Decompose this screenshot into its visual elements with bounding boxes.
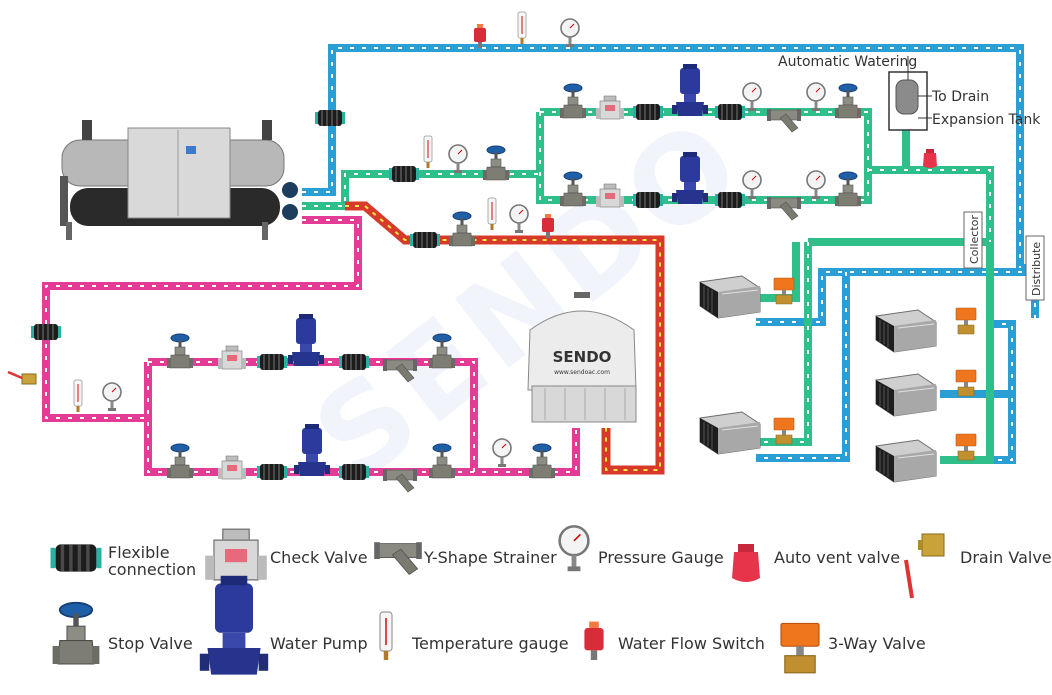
auto-vent-valve-icon [732, 544, 760, 582]
legend-water-flow-switch: Water Flow Switch [618, 634, 765, 653]
distribute-label: Distribute [1030, 242, 1043, 296]
chilled-top-line-components [314, 11, 580, 127]
legend-stop-valve: Stop Valve [108, 634, 193, 653]
drain-valve-icon [904, 533, 945, 599]
legend-icons [48, 525, 945, 675]
legend-auto-vent-valve: Auto vent valve [774, 548, 901, 567]
cooling-upper-branch [166, 314, 456, 383]
to-drain-label: To Drain [931, 89, 989, 105]
legend-check-valve: Check Valve [270, 548, 368, 567]
legend-three-way-valve: 3-Way Valve [828, 634, 926, 653]
cooling-supply-components [7, 323, 122, 413]
water-flow-switch-icon [584, 621, 604, 660]
y-strainer-icon [373, 541, 423, 576]
fan-coil-units [699, 275, 977, 483]
water-chiller [60, 120, 298, 240]
legend-temperature-gauge: Temperature gauge [412, 634, 569, 653]
water-pump-icon [199, 575, 269, 675]
tower-url: www.sendoac.com [554, 369, 610, 376]
expansion-tank: Automatic Watering To Drain Expansion Ta… [778, 54, 1041, 131]
legend-drain-valve: Drain Valve [960, 548, 1052, 567]
collector-label: Collector [968, 215, 981, 264]
legend-flexible-connection: Flexible connection [108, 543, 197, 579]
cooling-tower: SENDO www.sendoac.com [527, 292, 637, 423]
check-valve-icon [204, 528, 268, 581]
chilled-lower-branch [559, 152, 862, 221]
cooling-lower-branch [166, 424, 556, 493]
distribute-label-box: Distribute [1025, 235, 1045, 301]
three-way-valve-icon [780, 622, 820, 674]
drain-valve-pipe [7, 370, 37, 385]
temperature-gauge-icon [379, 611, 393, 661]
tower-brand: SENDO [553, 348, 612, 366]
stop-valve-icon [51, 601, 101, 665]
chilled-upper-branch [559, 64, 862, 133]
legend-water-pump: Water Pump [270, 634, 368, 653]
automatic-watering-label: Automatic Watering [778, 54, 917, 70]
expansion-tank-label: Expansion Tank [932, 112, 1041, 128]
flexible-connection-icon [48, 542, 104, 574]
legend-y-shape-strainer: Y-Shape Strainer [424, 548, 557, 567]
legend-pressure-gauge: Pressure Gauge [598, 548, 724, 567]
collector-label-box: Collector [963, 211, 983, 269]
pressure-gauge-icon [558, 525, 590, 573]
pipes [42, 44, 1039, 476]
